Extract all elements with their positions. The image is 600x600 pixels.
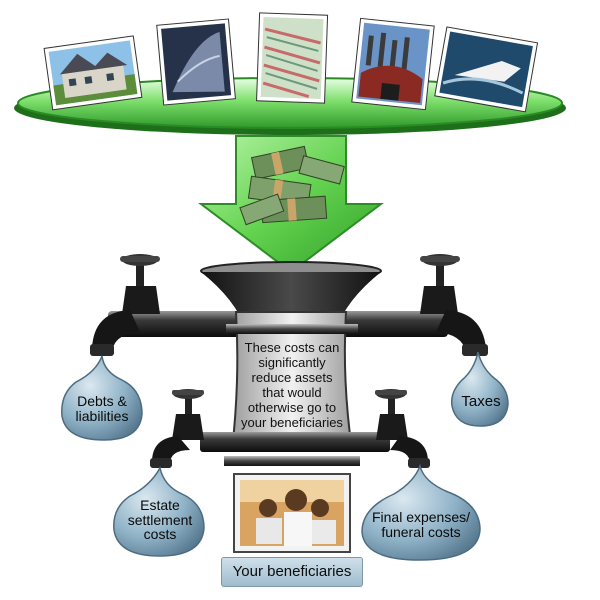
lower-left-faucet-icon — [150, 389, 204, 468]
stock-certificates-photo — [256, 12, 329, 104]
lower-right-faucet-icon — [375, 389, 430, 468]
taxes-drop — [450, 351, 509, 427]
sailboat-photo — [156, 18, 236, 106]
estate-drop — [113, 465, 205, 557]
upper-left-faucet-icon — [90, 254, 160, 356]
speedboat-photo — [434, 26, 539, 113]
factory-photo — [351, 17, 435, 111]
debts-drop — [61, 355, 143, 441]
cash-bundles-icon — [239, 145, 345, 226]
lower-pipe — [200, 432, 390, 452]
upper-right-faucet-icon — [420, 254, 488, 356]
debts-label: Debts & liabilities — [75, 393, 129, 424]
estate-label: Estate settlement costs — [127, 497, 193, 543]
final-expenses-drop — [361, 463, 481, 561]
taxes-label: Taxes — [461, 393, 501, 410]
final-expenses-label: Final expenses/ funeral costs — [371, 509, 471, 540]
center-explanation: These costs can significantly reduce ass… — [241, 340, 343, 430]
house-photo — [43, 35, 143, 111]
beneficiaries-label: Your beneficiaries — [221, 557, 363, 587]
beneficiaries-photo — [233, 473, 351, 553]
